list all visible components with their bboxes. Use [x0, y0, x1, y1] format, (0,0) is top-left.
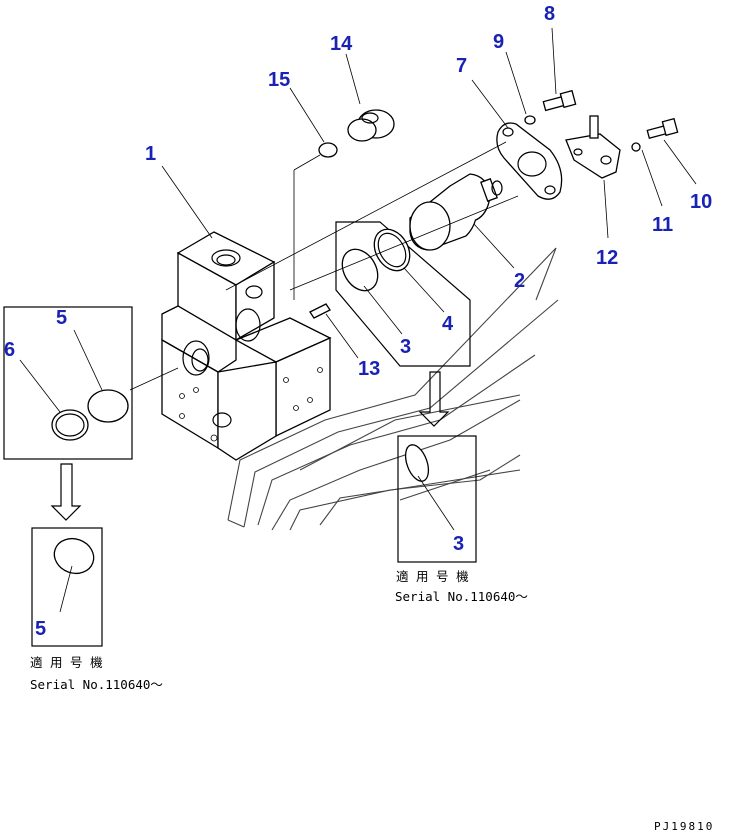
callout-7: 7: [456, 55, 467, 77]
callout-3: 3: [400, 336, 411, 358]
detail-frame-3-new: [397, 435, 477, 563]
callout-14: 14: [330, 33, 353, 55]
background-watermark: [227, 247, 559, 531]
alignment-line: [129, 367, 179, 391]
serial-note-left: Serial No.110640～: [30, 677, 163, 692]
document-code: PJ19810: [654, 820, 714, 833]
down-arrow-left: [50, 463, 82, 521]
callout-3-new: 3: [453, 533, 464, 555]
detail-frame-5-new: [31, 527, 103, 647]
callout-12: 12: [596, 247, 618, 269]
serial-note-right: Serial No.110640～: [395, 589, 528, 604]
down-arrow-right: [418, 371, 450, 427]
applicable-label-left: 適 用 号 機: [30, 655, 103, 670]
callout-5: 5: [56, 307, 67, 329]
solenoid-2: [409, 173, 503, 251]
callout-1: 1: [145, 143, 156, 165]
callout-10: 10: [690, 191, 712, 213]
detail-frame-3-4: [335, 221, 471, 367]
callout-8: 8: [544, 3, 555, 25]
callout-5-new: 5: [35, 618, 46, 640]
callout-15: 15: [268, 69, 290, 91]
washer-11: [631, 142, 641, 152]
plug-14: [347, 109, 395, 142]
alignment-line: [289, 195, 519, 291]
pin-13: [309, 303, 331, 319]
callout-4: 4: [442, 313, 454, 335]
callout-6: 6: [4, 339, 15, 361]
callout-9: 9: [493, 31, 504, 53]
callout-2: 2: [514, 270, 525, 292]
bolt-10: [646, 117, 679, 139]
applicable-label-right: 適 用 号 機: [396, 569, 469, 584]
bolt-8: [542, 89, 577, 112]
callout-11: 11: [652, 214, 673, 236]
o-ring-15: [318, 142, 338, 158]
bracket-12: [565, 115, 621, 179]
bracket-7: [496, 122, 563, 200]
callout-13: 13: [358, 358, 380, 380]
detail-frame-5-6: [3, 306, 133, 460]
washer-9: [524, 115, 536, 125]
leader-lines: [19, 27, 697, 613]
valve-body: [161, 231, 332, 461]
alignment-line: [225, 141, 507, 291]
alignment-line: [293, 154, 321, 171]
